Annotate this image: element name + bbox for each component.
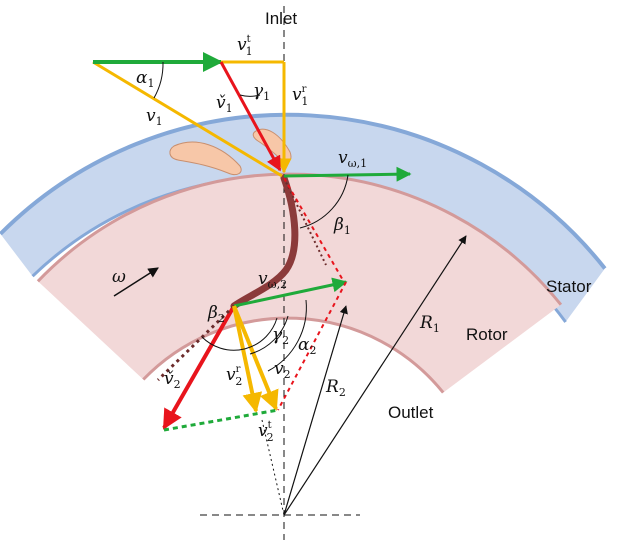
omega-rotation-arrow [113, 267, 159, 297]
vomega1-label: vω,1 [338, 148, 367, 170]
v2t-dashed-line [163, 408, 279, 432]
stator-label: Stator [546, 277, 592, 296]
red-dotted-line-2 [277, 281, 347, 411]
R1-arrow [283, 235, 467, 516]
beta2-arc [201, 317, 278, 351]
rotor-band [37, 174, 561, 393]
vomega1-arrow [283, 166, 412, 182]
gamma1-label: γ1 [253, 81, 270, 103]
omega-label: ω [112, 267, 126, 287]
beta1-label: β1 [333, 215, 351, 237]
inlet-label: Inlet [265, 9, 297, 28]
beta1-dotted-line [283, 177, 327, 266]
alpha1-label: α1 [136, 68, 154, 90]
rotor-blade [230, 174, 299, 310]
v1-label: v1 [146, 106, 163, 128]
outlet-label: Outlet [388, 403, 434, 422]
R2-arrow [283, 305, 348, 516]
R2-label: R2 [325, 377, 346, 399]
gamma2-arc [249, 315, 289, 355]
gamma2-label: γ2 [272, 325, 289, 347]
beta1-arc [299, 174, 349, 229]
gamma1-arc [239, 94, 261, 97]
stator-band [0, 114, 605, 323]
alpha1-arc [153, 61, 164, 99]
v1check-arrow [219, 61, 282, 172]
rotor-label: Rotor [466, 325, 508, 344]
v2check-label: v̌2 [164, 369, 181, 391]
stator-outer-edge [0, 112, 607, 270]
rotor-inner-edge [142, 316, 445, 394]
v2-arrow [232, 305, 279, 411]
stator-vane-left [169, 141, 242, 176]
alpha2-label: α2 [298, 335, 316, 357]
v1-velocity-line [92, 60, 283, 178]
R1-label: R1 [419, 313, 440, 335]
v2-extension-dotted [261, 419, 285, 516]
beta2-label: β2 [207, 303, 225, 325]
v2-label: v2 [274, 359, 291, 381]
alpha2-arc [267, 299, 307, 372]
vomega2-arrow [233, 277, 348, 308]
v2r-arrow [232, 305, 263, 413]
vomega2-label: vω,2 [258, 269, 287, 291]
v2check-arrow [162, 305, 236, 430]
v1check-label: v̌1 [216, 93, 233, 115]
